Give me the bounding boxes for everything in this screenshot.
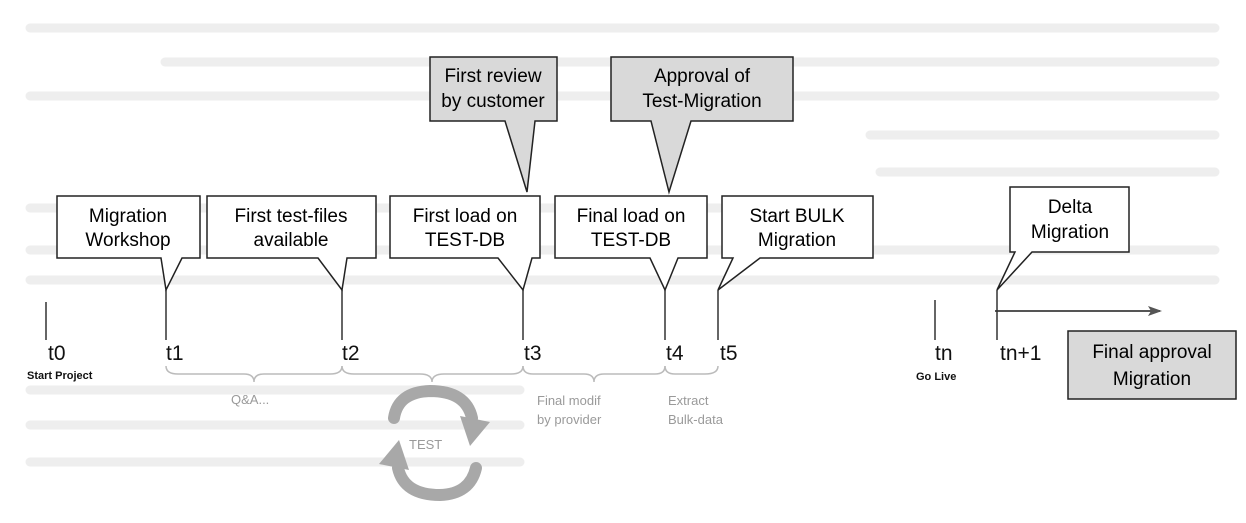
brace-final-modif bbox=[522, 365, 666, 383]
callout-delta-migration-line1: Delta bbox=[1048, 197, 1093, 218]
callout-approval-test-line2: Test-Migration bbox=[642, 91, 761, 112]
callout-final-load-line1: Final load on bbox=[577, 206, 686, 227]
tick-label-tn: tn bbox=[935, 342, 953, 365]
tick-label-t0: t0 bbox=[48, 342, 66, 365]
phase-label-final-modif-1: Final modif bbox=[537, 393, 601, 408]
callout-first-test-files-line1: First test-files bbox=[235, 206, 348, 227]
callout-first-load-line1: First load on bbox=[413, 206, 518, 227]
phase-label-final-modif-2: by provider bbox=[537, 412, 602, 427]
tick-label-t4: t4 bbox=[666, 342, 684, 365]
callout-first-load-line2: TEST-DB bbox=[425, 230, 505, 251]
callout-migration-workshop: Migration Workshop bbox=[56, 195, 201, 293]
start-project-label: Start Project bbox=[27, 370, 93, 382]
tick-label-t3: t3 bbox=[524, 342, 542, 365]
tick-label-tn1: tn+1 bbox=[1000, 342, 1041, 365]
callout-approval-test-line1: Approval of bbox=[654, 66, 751, 87]
callout-first-review-line2: by customer bbox=[441, 91, 545, 112]
brace-extract bbox=[664, 365, 719, 375]
phase-label-extract-1: Extract bbox=[668, 393, 709, 408]
callout-first-test-files: First test-files available bbox=[206, 195, 377, 292]
tick-label-t1: t1 bbox=[166, 342, 184, 365]
test-cycle-icon: TEST bbox=[379, 384, 490, 502]
test-cycle-arrowhead-top bbox=[460, 416, 490, 446]
callout-migration-workshop-line1: Migration bbox=[89, 206, 167, 227]
test-cycle-arrowhead-bottom bbox=[379, 440, 409, 470]
brace-test bbox=[341, 365, 524, 383]
callout-delta-migration-line2: Migration bbox=[1031, 222, 1109, 243]
final-approval-box: Final approval Migration bbox=[1067, 330, 1237, 400]
final-approval-line2: Migration bbox=[1113, 369, 1191, 390]
tick-label-t5: t5 bbox=[720, 342, 738, 365]
callout-migration-workshop-line2: Workshop bbox=[85, 230, 170, 251]
phase-label-qa: Q&A... bbox=[231, 392, 269, 407]
phase-braces bbox=[165, 365, 719, 383]
callout-start-bulk-line2: Migration bbox=[758, 230, 836, 251]
go-live-label: Go Live bbox=[916, 371, 956, 383]
callout-first-review-line1: First review bbox=[444, 66, 541, 87]
callout-start-bulk: Start BULK Migration bbox=[717, 195, 874, 291]
tick-marks bbox=[45, 290, 998, 340]
test-cycle-label: TEST bbox=[409, 437, 442, 452]
callout-final-load-line2: TEST-DB bbox=[591, 230, 671, 251]
brace-qa bbox=[165, 365, 343, 383]
phase-label-extract-2: Bulk-data bbox=[668, 412, 724, 427]
callout-approval-test: Approval of Test-Migration bbox=[610, 56, 794, 195]
final-approval-line1: Final approval bbox=[1092, 342, 1211, 363]
callout-final-load: Final load on TEST-DB bbox=[554, 195, 708, 292]
tick-label-t2: t2 bbox=[342, 342, 360, 365]
callout-delta-migration: Delta Migration bbox=[996, 186, 1130, 291]
callout-start-bulk-line1: Start BULK bbox=[749, 206, 844, 227]
callout-first-test-files-line2: available bbox=[254, 230, 329, 251]
callout-first-review: First review by customer bbox=[429, 56, 558, 193]
callout-first-load: First load on TEST-DB bbox=[389, 195, 541, 292]
